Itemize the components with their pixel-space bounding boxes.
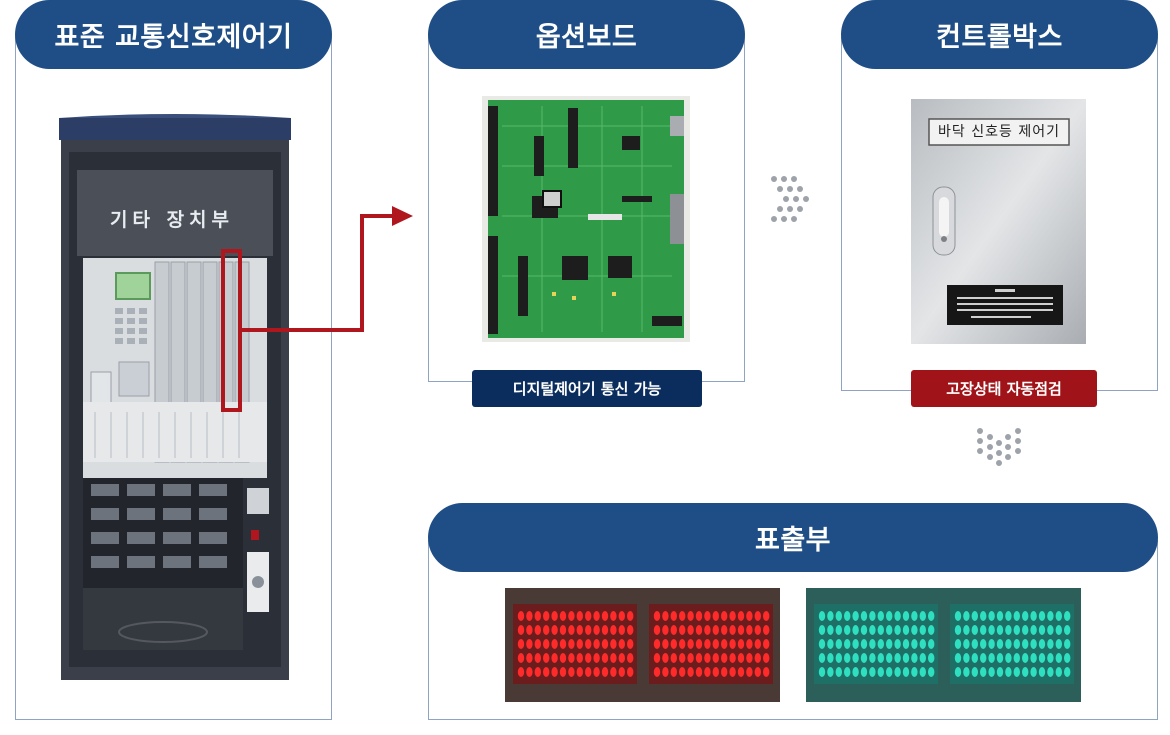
control-box-tag: 고장상태 자동점검 [911, 370, 1097, 407]
control-box-title: 컨트롤박스 [841, 0, 1158, 69]
option-board-title: 옵션보드 [428, 0, 745, 69]
green-led-panel-image [806, 588, 1081, 702]
cabinet-label: 기타 장치부 [110, 209, 235, 231]
controller-title: 표준 교통신호제어기 [15, 0, 332, 69]
red-led-panel-image [505, 588, 780, 702]
display-title: 표출부 [428, 503, 1158, 572]
control-box-image [911, 99, 1086, 344]
dotted-arrow-down-icon [977, 428, 1021, 466]
dotted-arrow-right-icon [771, 176, 809, 222]
option-board-tag: 디지털제어기 통신 가능 [472, 370, 702, 407]
controller-cabinet-image [55, 112, 295, 682]
option-board-image [482, 96, 690, 342]
control-box-label: 바닥 신호등 제어기 [938, 124, 1060, 140]
